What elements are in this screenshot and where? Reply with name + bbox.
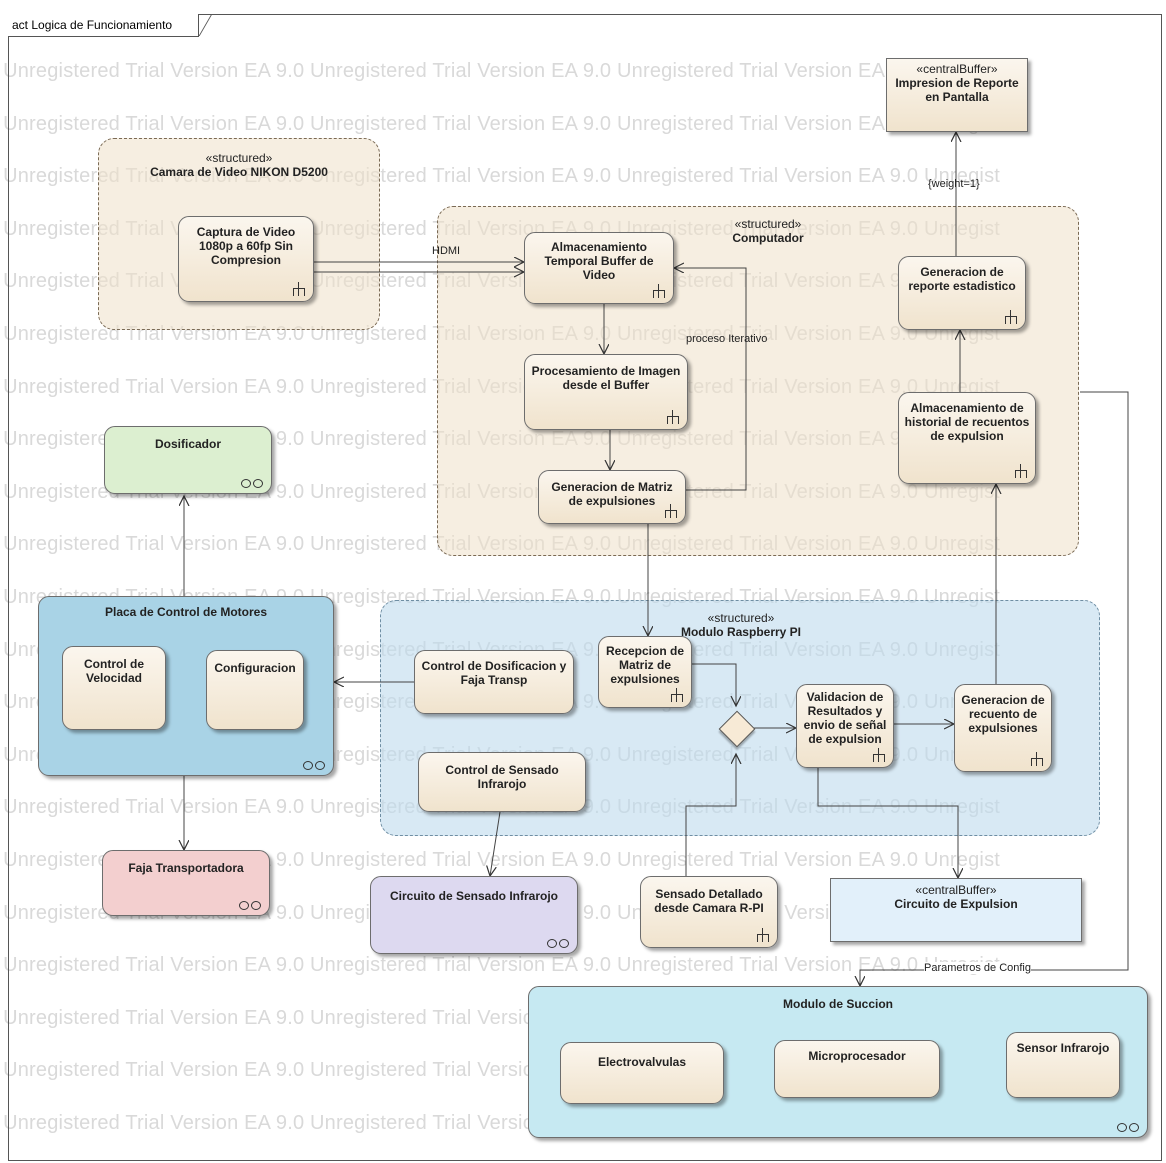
node-recepcion-matriz-label: Recepcion de Matriz de expulsiones (606, 644, 684, 686)
node-circuito-expulsion-stereotype: «centralBuffer» (835, 883, 1077, 897)
composite-icon (239, 901, 261, 909)
node-recepcion-matriz[interactable]: Recepcion de Matriz de expulsiones (598, 636, 692, 708)
node-control-dosificacion[interactable]: Control de Dosificacion y Faja Transp (414, 650, 574, 714)
node-impresion-reporte[interactable]: «centralBuffer» Impresion de Reporte en … (886, 58, 1028, 132)
rake-icon (665, 504, 677, 518)
node-almacenamiento-historial[interactable]: Almacenamiento de historial de recuentos… (898, 392, 1036, 484)
node-procesamiento-imagen-label: Procesamiento de Imagen desde el Buffer (532, 364, 681, 392)
node-validacion-resultados[interactable]: Validacion de Resultados y envio de seña… (796, 684, 894, 768)
composite-icon (547, 939, 569, 947)
rake-icon (757, 928, 769, 942)
node-impresion-label: Impresion de Reporte en Pantalla (895, 76, 1018, 104)
node-procesamiento-imagen[interactable]: Procesamiento de Imagen desde el Buffer (524, 354, 688, 430)
node-control-sensado[interactable]: Control de Sensado Infrarojo (418, 752, 586, 812)
rake-icon (667, 410, 679, 424)
rake-icon (653, 284, 665, 298)
node-almacenamiento-historial-label: Almacenamiento de historial de recuentos… (905, 401, 1030, 443)
rake-icon (873, 748, 885, 762)
node-sensor-infrarojo[interactable]: Sensor Infrarojo (1006, 1032, 1120, 1098)
node-control-sensado-label: Control de Sensado Infrarojo (445, 763, 558, 791)
node-electrovalvulas-label: Electrovalvulas (598, 1055, 686, 1069)
composite-icon (241, 479, 263, 487)
composite-icon (303, 761, 325, 769)
label-parametros: Parametros de Config (924, 962, 1031, 974)
label-hdmi: HDMI (432, 245, 460, 257)
node-configuracion[interactable]: Configuracion (206, 650, 304, 730)
node-modulo-succion-label: Modulo de Succion (783, 997, 893, 1011)
node-electrovalvulas[interactable]: Electrovalvulas (560, 1042, 724, 1104)
node-generacion-reporte[interactable]: Generacion de reporte estadistico (898, 256, 1026, 330)
node-generacion-matriz[interactable]: Generacion de Matriz de expulsiones (538, 470, 686, 524)
label-weight: {weight=1} (928, 178, 980, 190)
label-proceso-iterativo: proceso Iterativo (686, 333, 767, 345)
node-almacenamiento-buffer-label: Almacenamiento Temporal Buffer de Video (544, 240, 653, 282)
node-microprocesador[interactable]: Microprocesador (774, 1040, 940, 1098)
node-generacion-recuento-label: Generacion de recuento de expulsiones (961, 693, 1044, 735)
node-sensado-detallado[interactable]: Sensado Detallado desde Camara R-PI (640, 876, 778, 948)
node-sensado-detallado-label: Sensado Detallado desde Camara R-PI (654, 887, 763, 915)
node-faja-transportadora-label: Faja Transportadora (128, 861, 243, 875)
node-control-velocidad-label: Control de Velocidad (84, 657, 144, 685)
node-placa-control-label: Placa de Control de Motores (105, 605, 267, 619)
node-generacion-matriz-label: Generacion de Matriz de expulsiones (551, 480, 672, 508)
node-dosificador[interactable]: Dosificador (104, 426, 272, 494)
node-captura-video[interactable]: Captura de Video 1080p a 60fp Sin Compre… (178, 216, 314, 302)
edge-recepcion-diamond (692, 664, 736, 706)
node-circuito-expulsion-label: Circuito de Expulsion (894, 897, 1017, 911)
node-faja-transportadora[interactable]: Faja Transportadora (102, 850, 270, 916)
rake-icon (671, 688, 683, 702)
frame-title: act Logica de Funcionamiento (8, 14, 199, 37)
node-control-velocidad[interactable]: Control de Velocidad (62, 646, 166, 730)
rake-icon (1005, 310, 1017, 324)
edge-sensado-circuito (490, 812, 500, 876)
node-dosificador-label: Dosificador (155, 437, 221, 451)
node-captura-video-label: Captura de Video 1080p a 60fp Sin Compre… (197, 225, 295, 267)
node-configuracion-label: Configuracion (214, 661, 295, 675)
rake-icon (293, 282, 305, 296)
node-sensor-infrarojo-label: Sensor Infrarojo (1017, 1041, 1110, 1055)
node-circuito-sensado[interactable]: Circuito de Sensado Infrarojo (370, 876, 578, 954)
composite-icon (1117, 1123, 1139, 1131)
node-generacion-reporte-label: Generacion de reporte estadistico (908, 265, 1015, 293)
node-validacion-resultados-label: Validacion de Resultados y envio de seña… (804, 690, 887, 746)
node-circuito-sensado-label: Circuito de Sensado Infrarojo (390, 889, 558, 903)
node-generacion-recuento[interactable]: Generacion de recuento de expulsiones (954, 684, 1052, 772)
node-microprocesador-label: Microprocesador (808, 1049, 905, 1063)
node-circuito-expulsion[interactable]: «centralBuffer» Circuito de Expulsion (830, 878, 1082, 942)
edge-sensado-diamond (686, 754, 736, 890)
node-control-dosificacion-label: Control de Dosificacion y Faja Transp (422, 659, 567, 687)
edge-validacion-expulsion (818, 768, 958, 878)
rake-icon (1031, 752, 1043, 766)
node-almacenamiento-buffer[interactable]: Almacenamiento Temporal Buffer de Video (524, 232, 674, 304)
rake-icon (1015, 464, 1027, 478)
node-impresion-stereotype: «centralBuffer» (891, 62, 1023, 76)
